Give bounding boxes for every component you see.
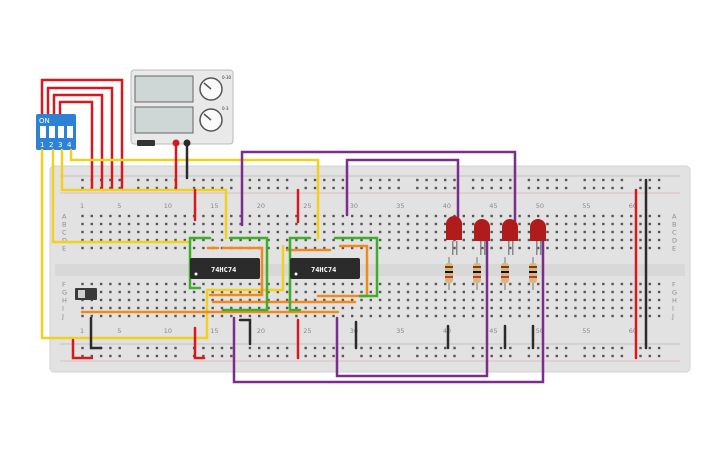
column-label: 30 (350, 202, 358, 210)
purple-wires[interactable] (232, 150, 545, 384)
resistor-3[interactable] (501, 257, 509, 290)
row-label: A (672, 213, 677, 221)
row-label: G (672, 289, 677, 297)
row-label: C (672, 229, 677, 237)
yellow-wires[interactable] (40, 148, 320, 340)
column-label: 40 (443, 202, 451, 210)
dip-toggle-3[interactable] (58, 126, 64, 138)
dip-label-2: 2 (49, 141, 53, 149)
column-label: 45 (489, 327, 497, 335)
dip-toggle-1[interactable] (40, 126, 46, 138)
column-label: 5 (117, 327, 121, 335)
slide-switch[interactable] (75, 288, 97, 300)
voltage-knob-label: 0-30 (222, 75, 232, 80)
column-label: 35 (396, 327, 404, 335)
power-supply-display-current (134, 106, 194, 134)
power-supply-display-voltage (134, 75, 194, 103)
row-label: B (62, 221, 66, 229)
row-label: G (62, 289, 67, 297)
column-label: 50 (536, 202, 544, 210)
row-label: E (62, 245, 66, 253)
dip-toggle-2[interactable] (49, 126, 55, 138)
chip-2-label: 74HC74 (311, 266, 336, 274)
column-label: 30 (350, 327, 358, 335)
column-labels: 1155101015152020252530303535404045455050… (80, 202, 637, 335)
row-label: A (62, 213, 67, 221)
red-wires[interactable] (71, 188, 638, 360)
power-switch[interactable] (137, 140, 155, 146)
resistor-1[interactable] (445, 257, 453, 290)
row-label: J (61, 313, 64, 321)
column-label: 50 (536, 327, 544, 335)
column-label: 35 (396, 202, 404, 210)
row-label: D (62, 237, 67, 245)
dip-label-1: 1 (40, 141, 44, 149)
row-label: D (672, 237, 677, 245)
dip-switch-wires[interactable] (40, 78, 124, 190)
dip-switch[interactable]: ON 1 2 3 4 (36, 114, 76, 150)
led-3[interactable] (502, 219, 518, 255)
resistor-2[interactable] (473, 257, 481, 290)
led-4[interactable] (530, 219, 546, 255)
row-label: I (62, 305, 64, 313)
column-label: 55 (582, 327, 590, 335)
dip-toggle-4[interactable] (67, 126, 73, 138)
current-knob-label: 0-3 (222, 106, 229, 111)
led-2[interactable] (474, 219, 490, 255)
column-label: 15 (210, 202, 218, 210)
column-label: 10 (164, 327, 172, 335)
chip-1-label: 74HC74 (211, 266, 236, 274)
breadboard-center-channel (55, 264, 685, 276)
column-label: 15 (210, 327, 218, 335)
column-label: 20 (257, 202, 265, 210)
led-1[interactable] (446, 216, 462, 255)
breadboard-holes[interactable] (81, 178, 661, 358)
column-label: 5 (117, 202, 121, 210)
positive-terminal[interactable] (172, 139, 180, 147)
column-label: 60 (629, 327, 637, 335)
black-wires[interactable] (89, 178, 648, 350)
column-label: 25 (303, 202, 311, 210)
row-label: J (671, 313, 674, 321)
row-label: H (62, 297, 67, 305)
chip-2[interactable]: 74HC74 (290, 258, 360, 279)
supply-leads[interactable] (174, 144, 189, 190)
column-label: 55 (582, 202, 590, 210)
dip-label-4: 4 (67, 141, 72, 149)
row-label: B (672, 221, 676, 229)
dip-label-3: 3 (58, 141, 62, 149)
row-label: H (672, 297, 677, 305)
column-label: 20 (257, 327, 265, 335)
column-label: 25 (303, 327, 311, 335)
column-label: 45 (489, 202, 497, 210)
negative-terminal[interactable] (183, 139, 191, 147)
resistor-4[interactable] (529, 257, 537, 290)
chip-1[interactable]: 74HC74 (190, 258, 260, 279)
power-rail-lines (60, 175, 680, 362)
row-label: I (672, 305, 674, 313)
row-label: C (62, 229, 67, 237)
column-label: 1 (80, 202, 84, 210)
column-label: 1 (80, 327, 84, 335)
dip-switch-on-label: ON (39, 117, 50, 125)
row-label: F (62, 281, 66, 289)
row-label: F (672, 281, 676, 289)
column-label: 60 (629, 202, 637, 210)
row-label: E (672, 245, 676, 253)
power-supply[interactable]: 0-30 0-3 (130, 69, 234, 147)
column-label: 10 (164, 202, 172, 210)
orange-wires[interactable] (80, 244, 369, 314)
